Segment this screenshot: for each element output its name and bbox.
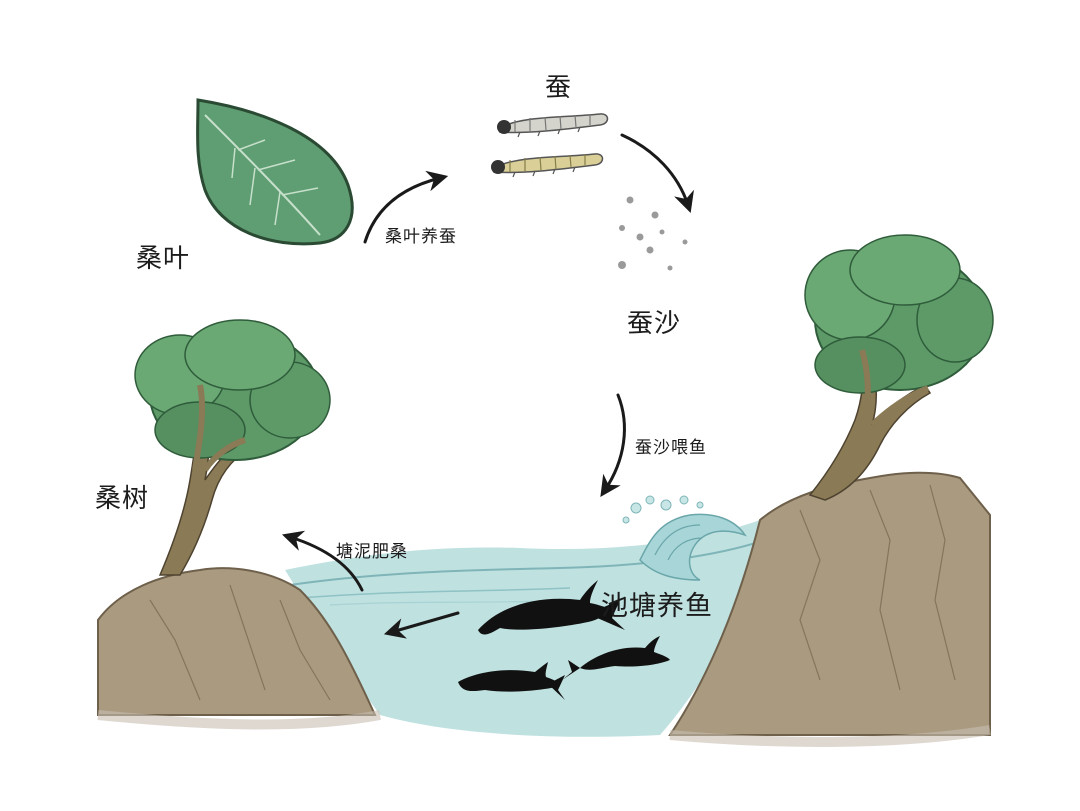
label-fish-pond: 池塘养鱼 [601, 591, 713, 622]
arrow-mud-to-mulberry [281, 530, 364, 592]
arrow-droppings-to-fish [600, 393, 626, 497]
label-mulberry-leaf: 桑叶 [136, 244, 191, 274]
arrow-label-droppings-to-fish: 蚕沙喂鱼 [635, 438, 707, 458]
fish-icon-2 [562, 636, 670, 680]
leaf-icon [196, 98, 354, 246]
arrow-label-mud-to-mulberry: 塘泥肥桑 [336, 542, 408, 562]
fish-icon-3 [458, 662, 565, 700]
tree-icon [134, 319, 331, 576]
silkworm-icon-2 [491, 153, 604, 178]
arrow-label-leaf-to-silkworm: 桑叶养蚕 [385, 227, 457, 247]
left-rock [97, 567, 377, 716]
arrow-leaf-to-silkworm [363, 170, 449, 244]
silkworm-icon [497, 113, 609, 138]
tree-icon-right [804, 234, 994, 501]
wave-icon [622, 495, 747, 581]
cycle-arrow-icon [281, 133, 694, 639]
label-silkworm: 蚕 [545, 73, 573, 103]
droppings-icon [618, 196, 688, 271]
label-silkworm-droppings: 蚕沙 [627, 309, 682, 339]
arrow-silkworm-to-droppings [620, 133, 694, 213]
arrow-pond-left [383, 611, 460, 639]
fish-icon [478, 580, 625, 635]
label-mulberry-tree: 桑树 [95, 484, 150, 514]
